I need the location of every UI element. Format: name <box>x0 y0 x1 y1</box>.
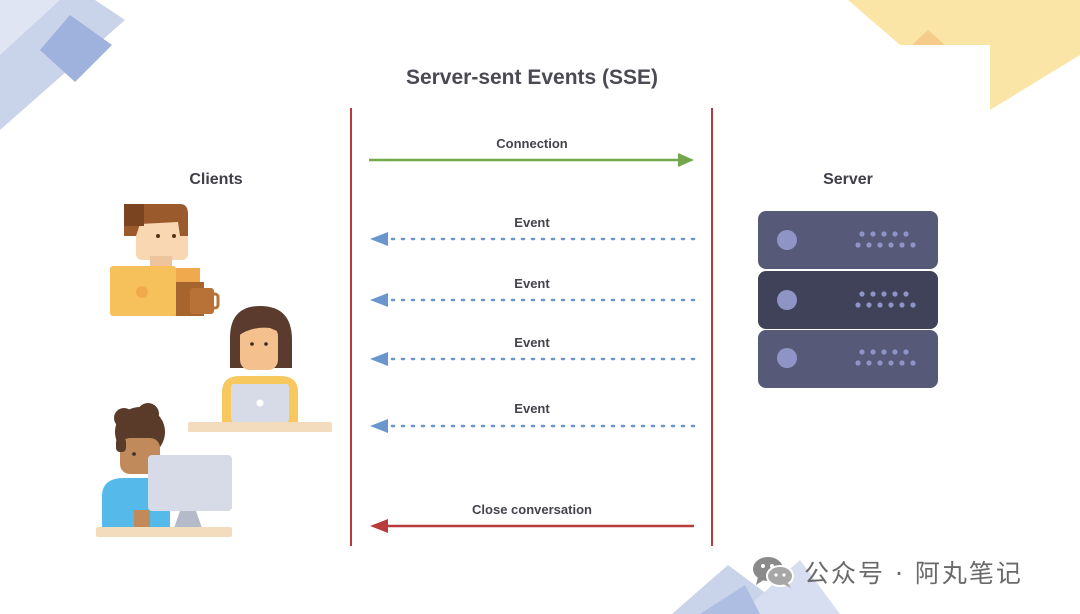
server-unit-1 <box>758 211 938 269</box>
message-label-connection: Connection <box>496 136 568 151</box>
message-arrow-close-conversation <box>370 519 694 533</box>
person-at-monitor-icon <box>96 403 232 537</box>
message-arrow-event-1 <box>370 232 696 246</box>
watermark-text: 公众号 · 阿丸笔记 <box>804 559 1023 588</box>
message-label-event-4: Event <box>514 401 550 416</box>
decor-top-right-shape <box>848 0 1080 110</box>
message-arrow-event-3 <box>370 352 696 366</box>
wechat-icon <box>753 557 794 588</box>
server-rack-icon <box>758 211 938 388</box>
message-label-close-conversation: Close conversation <box>472 502 592 517</box>
person-with-laptop-and-mug-icon <box>110 204 220 316</box>
message-label-event-1: Event <box>514 215 550 230</box>
server-unit-2 <box>758 271 938 329</box>
message-label-event-3: Event <box>514 335 550 350</box>
decor-top-left-shape <box>0 0 125 130</box>
person-with-laptop-icon <box>188 306 332 432</box>
server-unit-3 <box>758 330 938 388</box>
watermark: 公众号 · 阿丸笔记 <box>752 552 1023 592</box>
clients-label: Clients <box>189 171 243 188</box>
message-arrow-connection <box>369 153 694 167</box>
message-arrow-event-4 <box>370 419 696 433</box>
diagram-title: Server-sent Events (SSE) <box>405 66 659 89</box>
server-label: Server <box>823 171 873 188</box>
message-arrow-event-2 <box>370 293 696 307</box>
message-label-event-2: Event <box>514 276 550 291</box>
